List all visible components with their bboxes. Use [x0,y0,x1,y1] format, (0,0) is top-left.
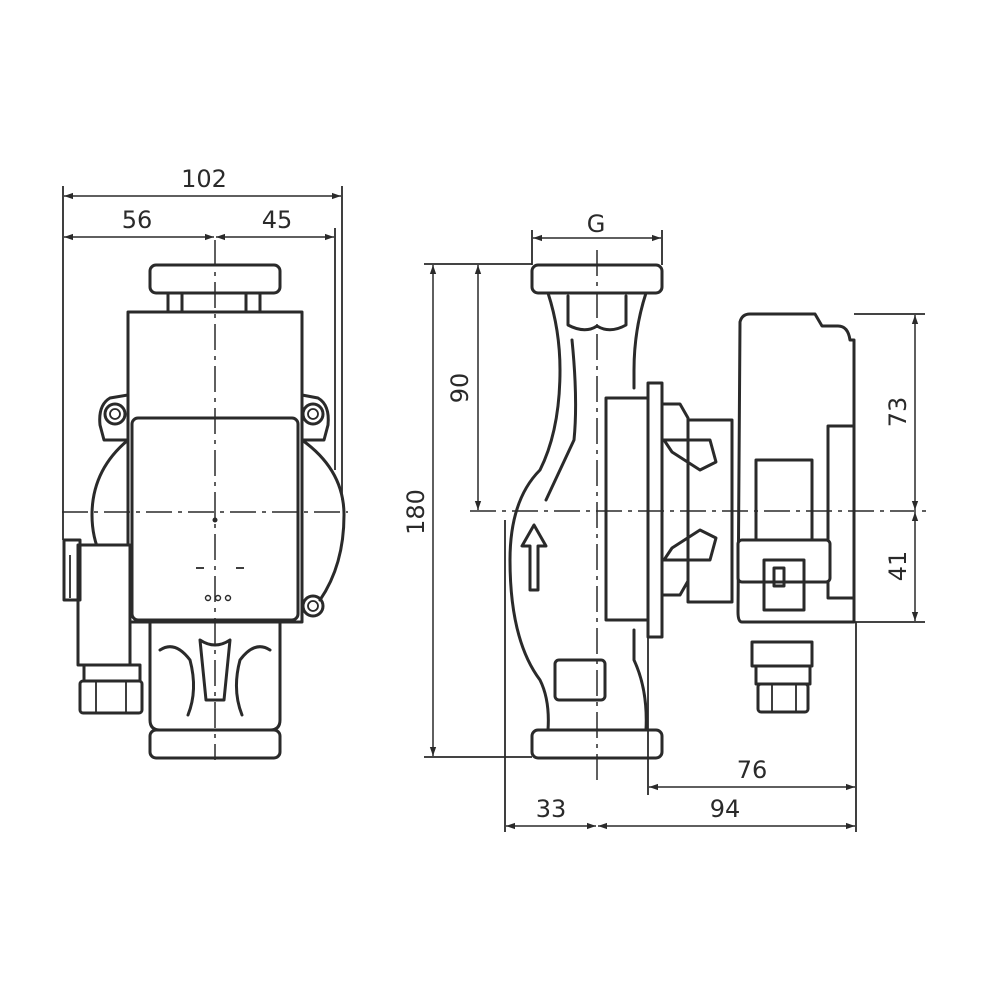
dim-label-45: 45 [262,206,293,234]
front-bolt-top-right [301,402,325,426]
side-motor-flange [646,381,664,639]
front-bolt-top-left [103,402,127,426]
dim-label-94: 94 [710,795,741,823]
dim-label-33: 33 [536,795,567,823]
side-view: G 180 90 73 41 76 94 33 [402,210,930,832]
side-cable-gland [754,664,812,686]
front-lug-right-top [300,393,330,442]
side-lower-window [553,658,607,702]
front-lug-left-top [98,393,130,442]
side-pump-body [508,291,648,732]
front-view: 102 56 45 [62,165,348,760]
front-connector-box [76,543,132,667]
dim-label-180: 180 [402,489,430,535]
side-clamp-bottom [660,558,690,597]
front-top-neck-left [166,291,184,315]
dim-label-90: 90 [446,373,474,404]
flow-arrow-icon [520,523,548,592]
dim-label-56: 56 [122,206,153,234]
front-led [212,517,218,523]
front-bolt-bottom-right [301,594,325,618]
front-top-neck-right [244,291,262,315]
dim-label-76: 76 [737,756,768,784]
side-clamp-top [660,402,690,442]
dim-label-41: 41 [884,551,912,582]
front-cable-gland [78,679,144,715]
dim-label-73: 73 [884,397,912,428]
dim-label-102: 102 [181,165,227,193]
dim-label-g: G [587,210,606,238]
